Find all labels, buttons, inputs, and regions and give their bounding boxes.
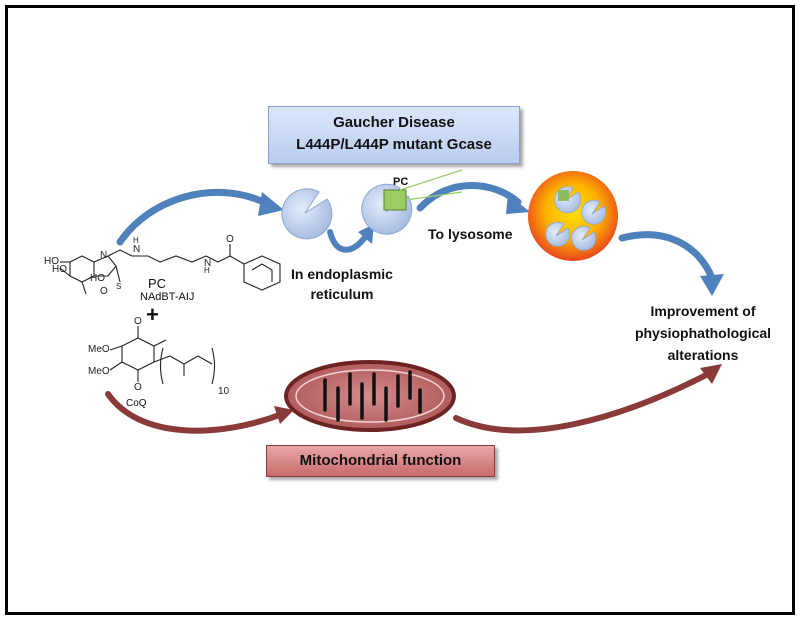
arrow-compound-to-er bbox=[116, 188, 284, 246]
arrow-to-improvement bbox=[618, 231, 724, 296]
atom-ho-1: HO bbox=[44, 256, 59, 267]
to-lysosome-label: To lysosome bbox=[428, 226, 513, 242]
mitochondrion-icon bbox=[284, 360, 456, 432]
pc-enzyme-label: PC bbox=[393, 176, 409, 188]
in-er-label: In endoplasmic reticulum bbox=[291, 266, 393, 302]
atom-o-ring: O bbox=[100, 286, 108, 297]
arrow-coq-to-mitochondria bbox=[105, 391, 294, 434]
mutation-label: L444P/L444P mutant Gcase bbox=[296, 136, 492, 153]
atom-ho-2: HO bbox=[52, 264, 67, 275]
arrow-mitochondria-to-improvement bbox=[453, 364, 722, 434]
atom-o-q2: O bbox=[134, 382, 142, 393]
coq10-structure-icon bbox=[109, 326, 216, 385]
lysosome-icon bbox=[528, 171, 618, 261]
enzyme-pc-complex-icon bbox=[361, 169, 463, 235]
atom-meo-2: MeO bbox=[88, 366, 110, 377]
improvement-label: Improvement of physiophathological alter… bbox=[634, 303, 772, 363]
atom-s: S bbox=[116, 282, 122, 291]
disease-title-box: Gaucher Disease L444P/L444P mutant Gcase bbox=[268, 106, 520, 164]
plus-sign: + bbox=[146, 302, 159, 327]
atom-ho-3: HO bbox=[90, 273, 105, 284]
atom-o-q1: O bbox=[134, 316, 142, 327]
pc-structure-icon bbox=[59, 244, 281, 295]
disease-title: Gaucher Disease bbox=[333, 114, 455, 131]
arrow-to-lysosome bbox=[416, 182, 530, 214]
atom-n-ring: N bbox=[100, 250, 108, 261]
atom-n-link: N bbox=[133, 244, 141, 255]
atom-meo-1: MeO bbox=[88, 344, 110, 355]
atom-o-amide: O bbox=[226, 234, 234, 245]
pc-compound-name: NAdBT-AIJ bbox=[140, 291, 195, 303]
atom-n-amide: N bbox=[204, 258, 212, 269]
figure-frame bbox=[5, 5, 795, 615]
atom-h-1: H bbox=[133, 236, 139, 245]
atom-h-2: H bbox=[204, 266, 210, 275]
pc-label: PC bbox=[148, 276, 167, 291]
misfolded-enzyme-icon bbox=[281, 188, 333, 240]
coq-compound-name: CoQ bbox=[126, 398, 147, 409]
mitochondrial-function-box: Mitochondrial function bbox=[266, 445, 495, 477]
coq-isoprene-count: 10 bbox=[218, 386, 230, 397]
arrow-er-folding bbox=[327, 224, 374, 253]
